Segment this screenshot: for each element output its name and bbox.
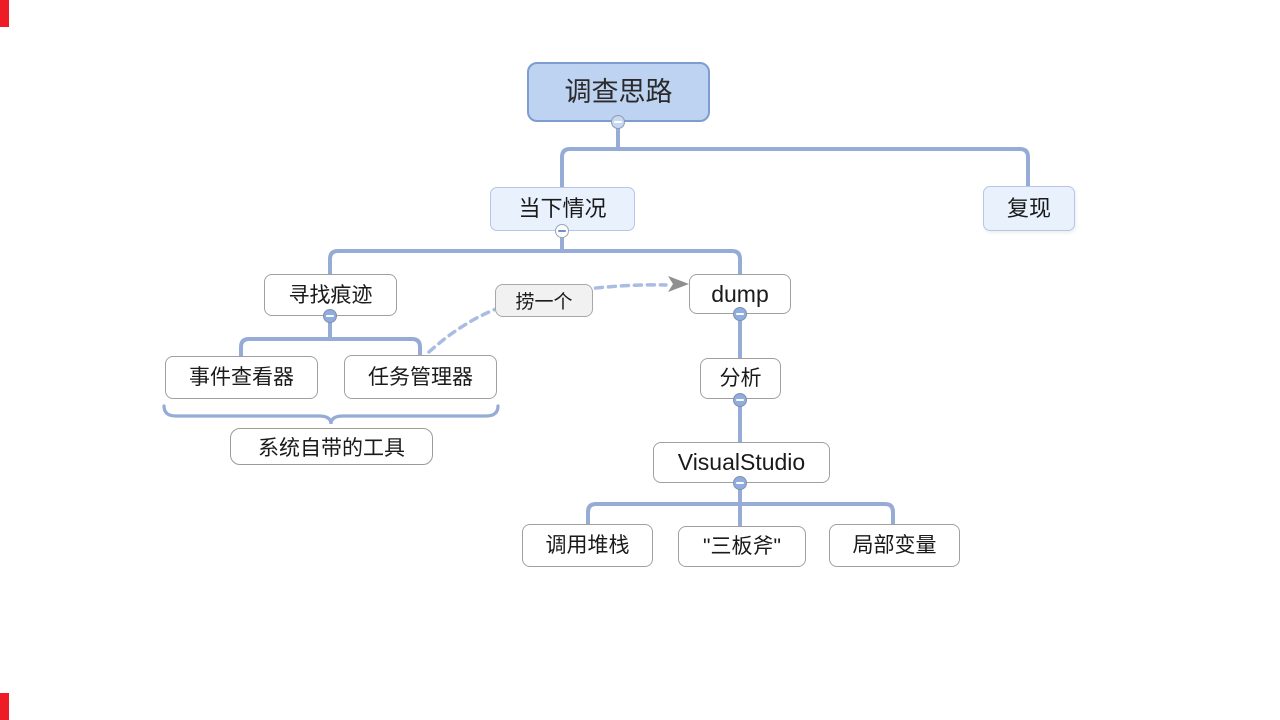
node-root-label: 调查思路 (564, 76, 673, 107)
collapse-handle-current-situation[interactable] (555, 224, 569, 238)
minus-icon (736, 313, 744, 315)
node-find-traces-label: 寻找痕迹 (288, 283, 373, 307)
node-visual-studio[interactable]: VisualStudio (653, 442, 830, 483)
connector-root-children (560, 147, 1030, 189)
node-task-manager-label: 任务管理器 (368, 365, 473, 389)
node-local-variables[interactable]: 局部变量 (829, 524, 960, 567)
node-visual-studio-label: VisualStudio (677, 449, 806, 475)
relationship-label-text: 捞一个 (515, 292, 573, 313)
collapse-handle-dump[interactable] (733, 307, 747, 321)
relationship-arrowhead (668, 276, 689, 292)
connector-current-children (328, 249, 742, 276)
minus-icon (326, 315, 334, 317)
node-call-stack-label: 调用堆栈 (545, 534, 630, 557)
node-current-situation-label: 当下情况 (518, 196, 607, 221)
minus-icon (558, 230, 566, 232)
collapse-handle-find-traces[interactable] (323, 309, 337, 323)
node-three-axes[interactable]: "三板斧" (678, 526, 806, 567)
relationship-label[interactable]: 捞一个 (495, 284, 593, 317)
red-corner-marker-top-left (0, 0, 9, 27)
summary-label-text: 系统自带的工具 (258, 436, 405, 460)
connector-vs-children (586, 502, 895, 526)
node-local-variables-label: 局部变量 (852, 534, 937, 557)
minus-icon (614, 121, 622, 123)
node-reproduce-label: 复现 (1006, 195, 1051, 221)
summary-brace (162, 404, 500, 425)
node-event-viewer-label: 事件查看器 (189, 366, 294, 389)
collapse-handle-visual-studio[interactable] (733, 476, 747, 490)
node-dump-label: dump (711, 280, 769, 307)
collapse-handle-analyze[interactable] (733, 393, 747, 407)
node-root[interactable]: 调查思路 (527, 62, 710, 122)
node-analyze[interactable]: 分析 (700, 358, 781, 399)
minus-icon (736, 399, 744, 401)
node-reproduce[interactable]: 复现 (983, 186, 1075, 231)
collapse-handle-root[interactable] (611, 115, 625, 129)
minus-icon (736, 482, 744, 484)
node-task-manager[interactable]: 任务管理器 (344, 355, 497, 399)
red-corner-marker-bottom-left (0, 693, 9, 720)
summary-label[interactable]: 系统自带的工具 (230, 428, 433, 465)
node-three-axes-label: "三板斧" (703, 535, 781, 558)
node-analyze-label: 分析 (719, 367, 762, 390)
node-event-viewer[interactable]: 事件查看器 (165, 356, 318, 399)
node-call-stack[interactable]: 调用堆栈 (522, 524, 653, 567)
